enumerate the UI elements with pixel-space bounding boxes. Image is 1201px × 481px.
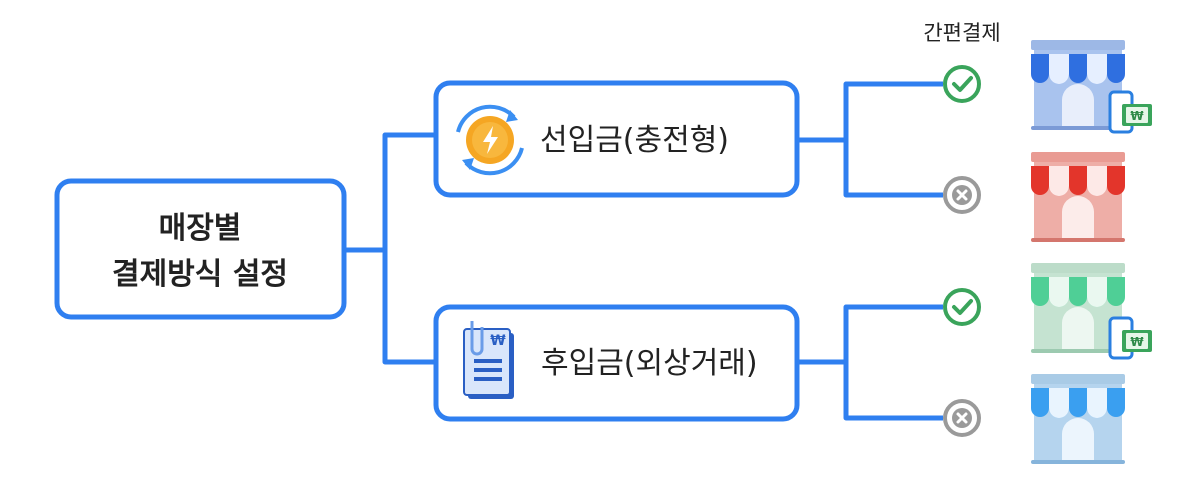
store-blue-icon bbox=[1031, 40, 1125, 130]
connector-branch1-outcomes bbox=[797, 81, 943, 198]
payment-device-icon: ₩ bbox=[1108, 90, 1152, 134]
branch-postpaid-label: 후입금(외상거래) bbox=[541, 346, 758, 381]
check-icon bbox=[943, 65, 981, 103]
invoice-document-icon: ₩ bbox=[463, 321, 514, 399]
root-title-line1: 매장별 bbox=[159, 211, 242, 246]
connector-root-branches bbox=[345, 132, 436, 365]
payment-device-icon: ₩ bbox=[1108, 316, 1152, 360]
payment-currency-symbol: ₩ bbox=[1130, 109, 1144, 123]
branch-postpaid: ₩ 후입금(외상거래) bbox=[433, 304, 800, 422]
branch-postpaid-box bbox=[433, 304, 800, 422]
payment-currency-symbol: ₩ bbox=[1130, 335, 1144, 349]
branch-prepaid-box bbox=[433, 80, 800, 198]
root-node: 매장별 결제방식 설정 bbox=[54, 178, 347, 320]
store-red-icon bbox=[1031, 152, 1125, 242]
cross-icon bbox=[943, 399, 981, 437]
simple-payment-header: 간편결제 bbox=[923, 21, 1000, 45]
root-box bbox=[54, 178, 347, 320]
store-green-icon bbox=[1031, 263, 1125, 353]
connector-lines bbox=[345, 81, 943, 421]
charge-lightning-icon bbox=[456, 104, 524, 176]
branch-prepaid: 선입금(충전형) bbox=[433, 80, 800, 198]
cross-icon bbox=[943, 176, 981, 214]
store-lightblue-icon bbox=[1031, 374, 1125, 464]
root-title-line2: 결제방식 설정 bbox=[112, 257, 288, 292]
invoice-currency-symbol: ₩ bbox=[490, 333, 506, 349]
connector-branch2-outcomes bbox=[797, 304, 943, 421]
check-icon bbox=[943, 288, 981, 326]
branch-prepaid-label: 선입금(충전형) bbox=[540, 123, 729, 158]
